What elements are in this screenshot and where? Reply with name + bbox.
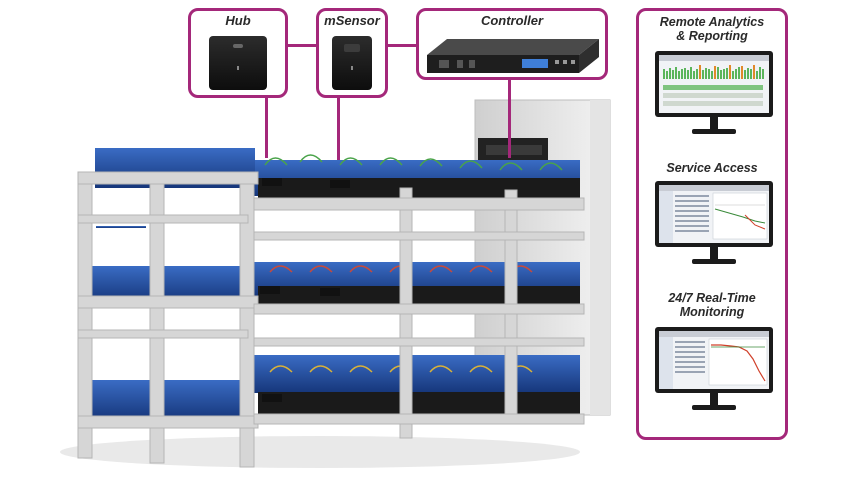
- monitor-icon: [655, 181, 773, 264]
- monitoring-graph: [659, 331, 769, 389]
- remote-analytics-title-line1: Remote Analytics: [659, 15, 765, 29]
- battery-rack-illustration: [60, 99, 611, 468]
- hub-msensor-link: [288, 44, 318, 47]
- bar-chart-dashboard: [659, 55, 769, 113]
- realtime-monitoring-title-line2: Monitoring: [679, 305, 745, 319]
- controller-label: Controller: [480, 13, 544, 28]
- controller-device-icon: [427, 39, 599, 73]
- monitor-icon: [655, 51, 773, 134]
- remote-analytics-title-line2: & Reporting: [676, 29, 748, 43]
- hub-device-icon: [209, 36, 267, 90]
- service-access-title-line1: Service Access: [666, 161, 758, 175]
- msensor-label: mSensor: [324, 13, 380, 28]
- msensor-drop-line: [337, 96, 340, 160]
- hub-callout[interactable]: Hub: [188, 8, 288, 98]
- front-batteries: [96, 226, 146, 228]
- battery-trays: [258, 178, 580, 416]
- msensor-controller-link: [388, 44, 416, 47]
- realtime-monitoring-title-line1: 24/7 Real-Time: [668, 291, 756, 305]
- controller-drop-line: [508, 80, 511, 158]
- hub-drop-line: [265, 96, 268, 158]
- floor-shadow: [60, 436, 580, 468]
- table-and-graph: [659, 185, 769, 243]
- monitor-icon: [655, 327, 773, 410]
- sensor-markers: [260, 178, 350, 402]
- msensor-callout[interactable]: mSensor: [316, 8, 388, 98]
- service-access-title: Service Access: [639, 161, 785, 175]
- rack-frame: [77, 171, 585, 468]
- controller-callout[interactable]: Controller: [416, 8, 608, 80]
- remote-analytics-title: Remote Analytics & Reporting: [639, 15, 785, 43]
- services-panel: Remote Analytics & Reporting: [636, 8, 788, 440]
- msensor-device-icon: [332, 36, 372, 90]
- realtime-monitoring-title: 24/7 Real-Time Monitoring: [639, 291, 785, 319]
- hub-label: Hub: [225, 13, 251, 28]
